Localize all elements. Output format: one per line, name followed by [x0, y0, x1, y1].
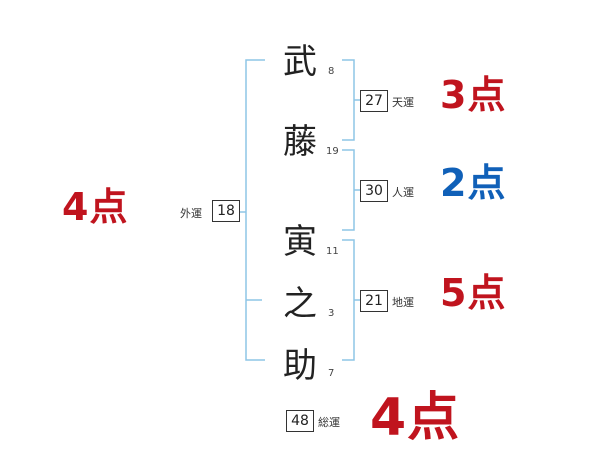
name-char-3: 寅: [283, 222, 317, 262]
stroke-count-3: 11: [326, 246, 339, 257]
name-char-1: 武: [283, 42, 317, 82]
tenun-value-box: 27: [360, 90, 388, 112]
stroke-count-5: 7: [328, 368, 335, 379]
name-char-2: 藤: [283, 122, 317, 162]
gaiun-value-box: 18: [212, 200, 240, 222]
chiun-bracket: [342, 239, 355, 361]
gaiun-bracket: [245, 59, 265, 361]
tenun-label: 天運: [392, 96, 414, 109]
jinun-bracket: [342, 149, 355, 231]
stroke-count-1: 8: [328, 66, 335, 77]
tenun-bracket: [342, 59, 355, 141]
souun-score: 4点: [370, 388, 461, 448]
name-char-4: 之: [283, 284, 317, 324]
souun-label: 総運: [318, 416, 340, 429]
tenun-score: 3点: [440, 73, 507, 117]
jinun-label: 人運: [392, 186, 414, 199]
jinun-value-box: 30: [360, 180, 388, 202]
chiun-label: 地運: [392, 296, 414, 309]
gaiun-label: 外運: [180, 207, 202, 220]
chiun-value-box: 21: [360, 290, 388, 312]
chiun-score: 5点: [440, 271, 507, 315]
name-char-5: 助: [283, 346, 317, 386]
jinun-score: 2点: [440, 161, 507, 205]
gaiun-score: 4点: [62, 185, 129, 229]
stroke-count-2: 19: [326, 146, 339, 157]
stroke-count-4: 3: [328, 308, 335, 319]
souun-value-box: 48: [286, 410, 314, 432]
